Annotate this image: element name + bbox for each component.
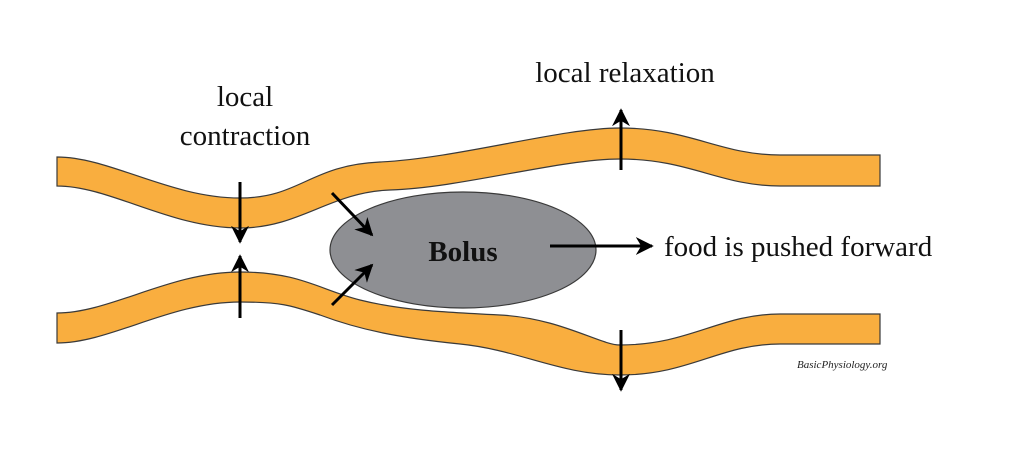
bolus-shape [329,191,597,309]
push-arrow-top [330,191,374,237]
lower-wall [56,271,881,376]
credit-label: BasicPhysiology.org [797,359,888,371]
contraction-label-line1: local [217,81,273,113]
forward-label: food is pushed forward [664,231,933,263]
contraction-label-line2: contraction [180,120,311,152]
upper-wall [56,127,881,229]
push-arrow-bottom [330,263,374,307]
bolus-label: Bolus [428,236,497,268]
relaxation-label: local relaxation [535,57,715,89]
